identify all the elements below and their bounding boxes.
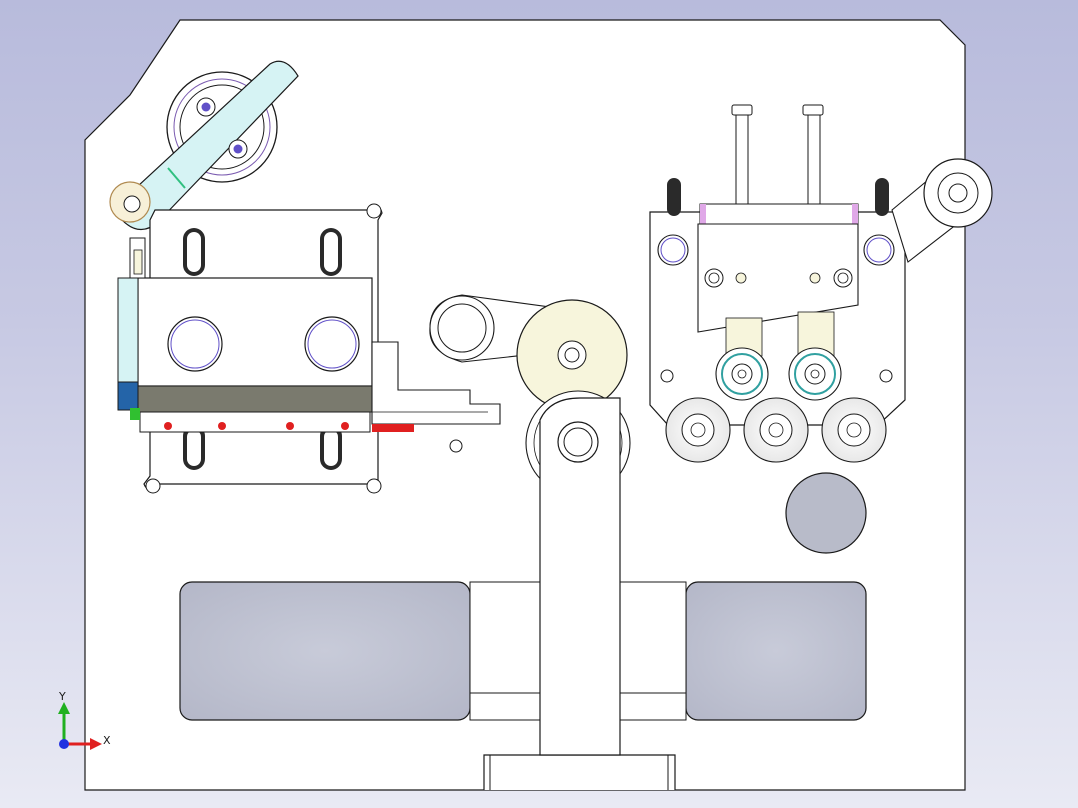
swing-arm[interactable] <box>111 60 299 231</box>
slot-left <box>179 581 471 721</box>
right-feeder-assembly[interactable] <box>649 104 993 463</box>
bottom-stub <box>483 754 676 790</box>
blue-block <box>117 381 139 411</box>
slot-right <box>685 581 867 721</box>
red-strip <box>372 424 414 432</box>
top-left-arm-assembly[interactable] <box>109 60 299 231</box>
axis-x-label: X <box>103 734 111 747</box>
gray-band <box>137 385 373 413</box>
small-hole <box>449 439 463 453</box>
side-plate <box>117 277 139 383</box>
through-hole <box>785 472 867 554</box>
post-right <box>875 178 889 216</box>
coordinate-triad-icon: Y X <box>58 690 111 750</box>
left-carriage[interactable] <box>117 203 501 494</box>
vertical-column[interactable] <box>539 397 621 756</box>
post-left <box>667 178 681 216</box>
axis-y-label: Y <box>58 690 66 703</box>
green-tab <box>130 408 140 420</box>
lever-plate <box>371 341 501 425</box>
